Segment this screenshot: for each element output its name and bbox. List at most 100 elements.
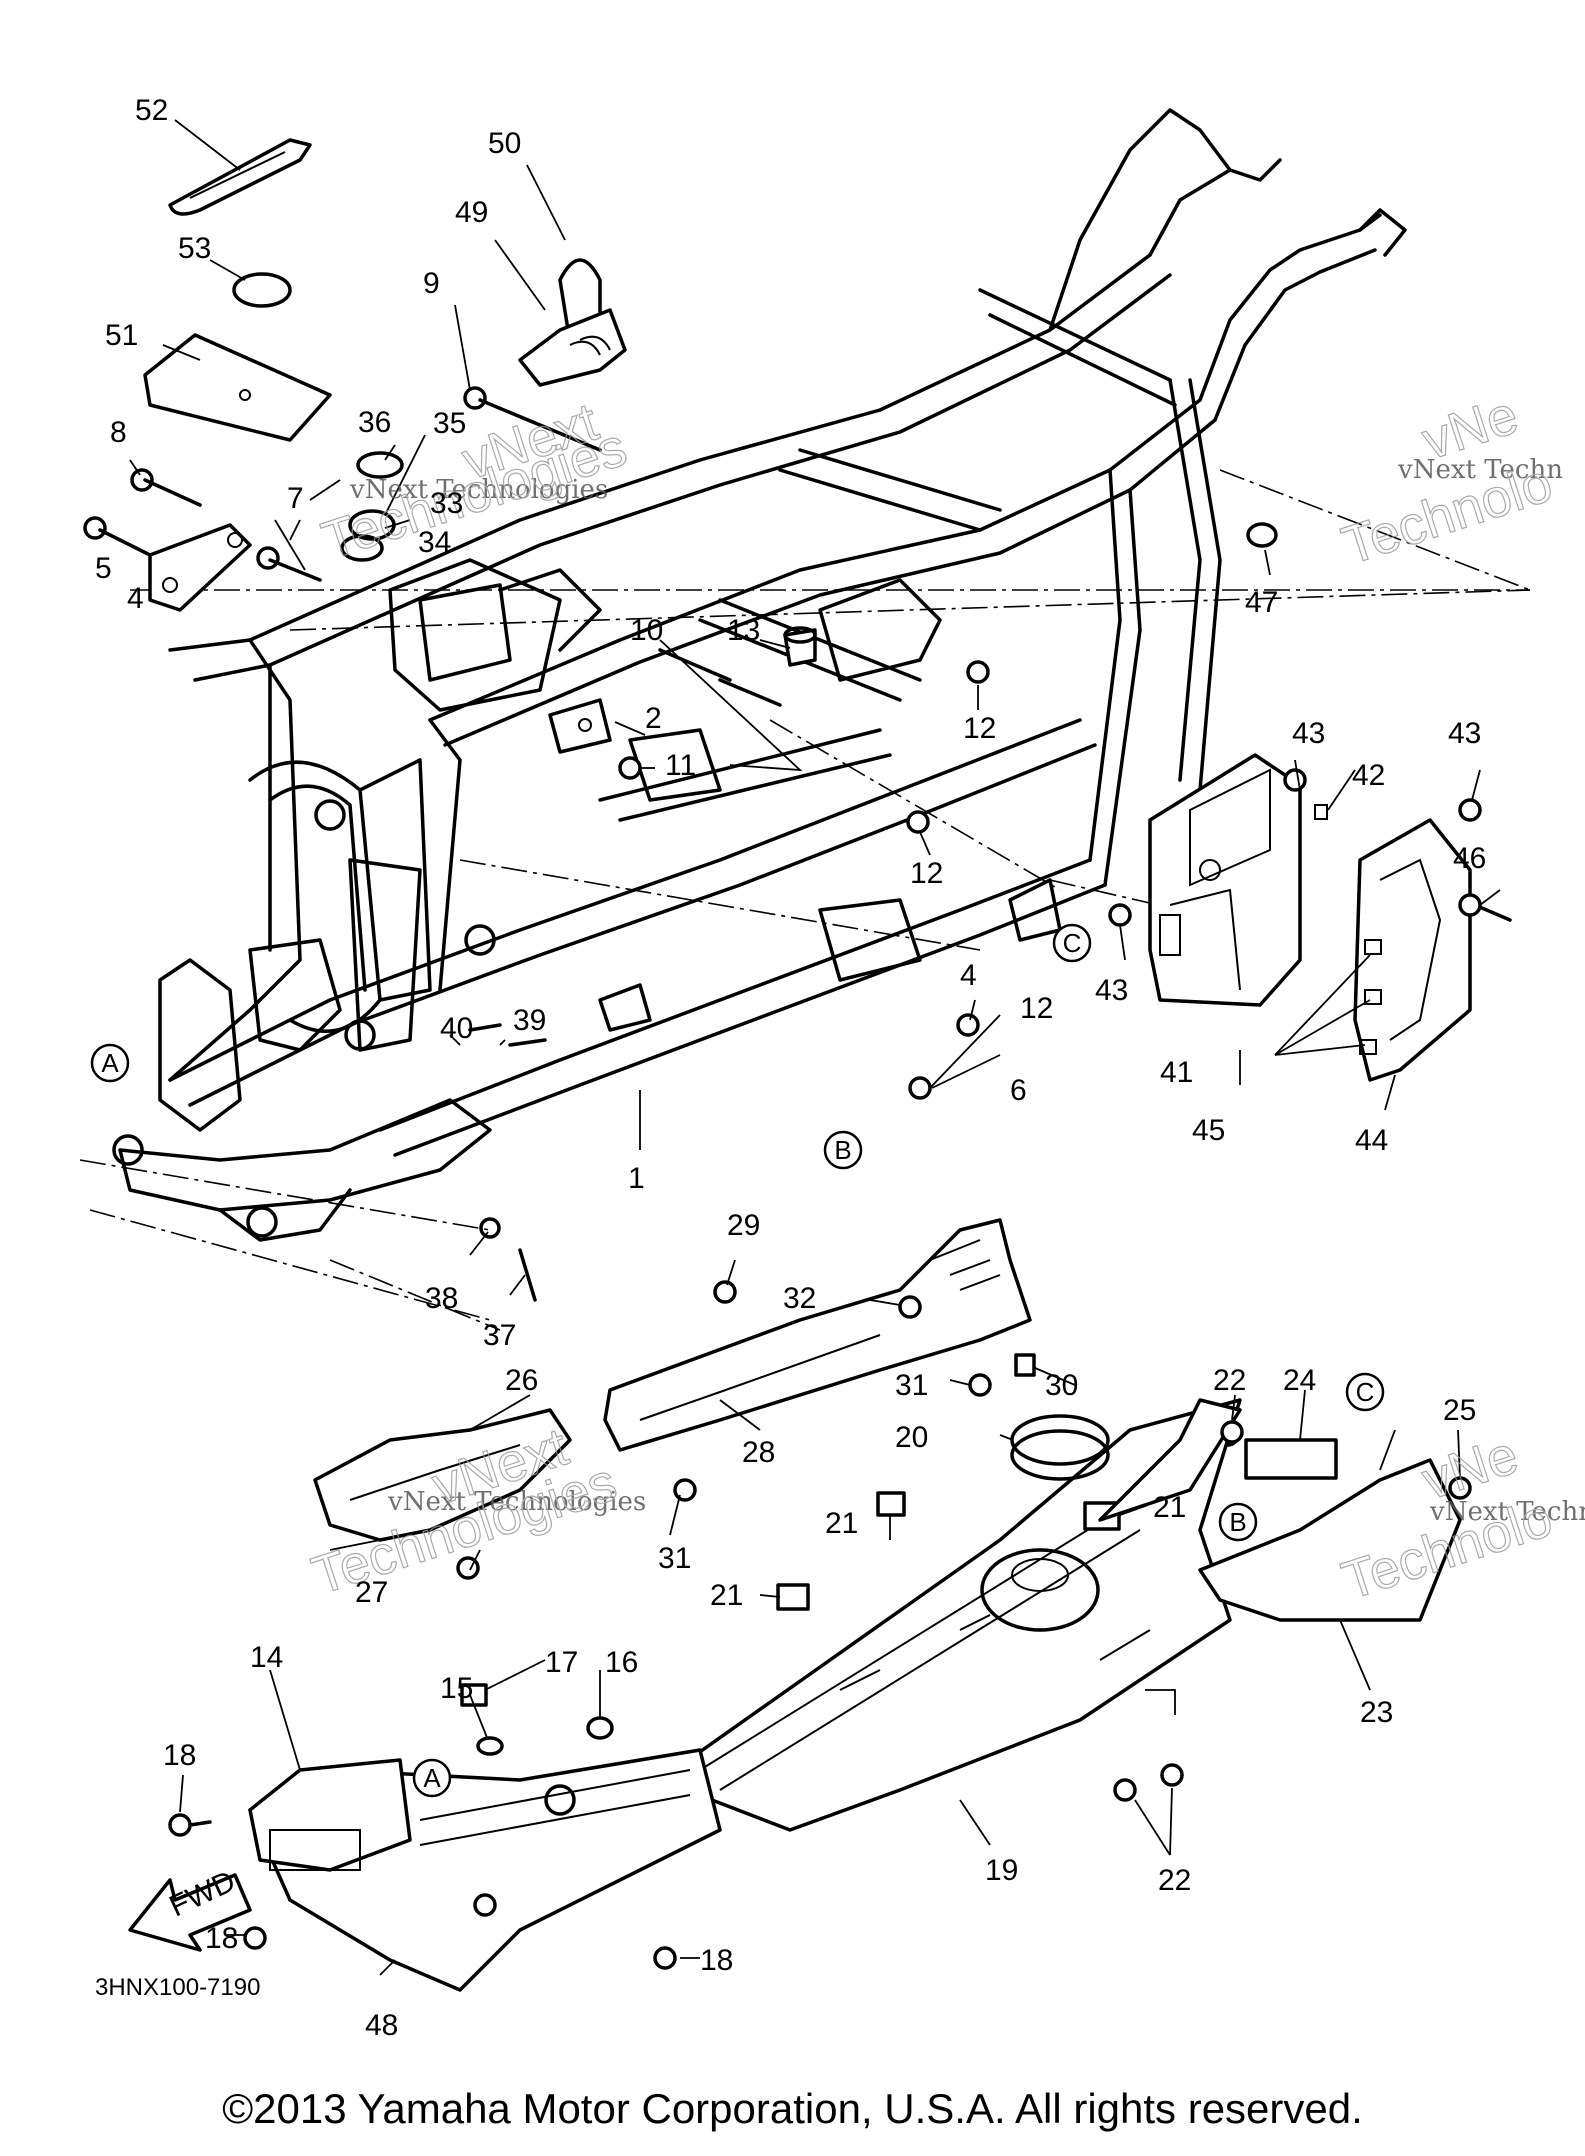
small-fasteners-mid <box>456 1280 1472 1580</box>
callout: 31 <box>658 1542 691 1575</box>
part-53-o-ring <box>232 272 292 308</box>
callout: 41 <box>1160 1056 1193 1089</box>
callout: 12 <box>1020 992 1053 1025</box>
watermark-text: vNext Technologies <box>349 475 608 505</box>
callout: 39 <box>513 1004 546 1037</box>
watermark-edge-2: vNext Techn <box>1429 1497 1585 1527</box>
ref-label: C <box>1063 928 1082 958</box>
callout: 18 <box>700 1944 733 1977</box>
ref-label: B <box>1229 1507 1246 1537</box>
callout: 21 <box>825 1507 858 1540</box>
callout: 50 <box>488 127 521 160</box>
ref-mark-a: A <box>90 1043 130 1083</box>
callout: 32 <box>783 1282 816 1315</box>
callout: 46 <box>1453 842 1486 875</box>
part-52-cover <box>168 138 312 216</box>
part-22-bolts <box>1113 1420 1244 1802</box>
callout: 40 <box>440 1012 473 1045</box>
part-23-24-side-guard <box>1098 1398 1462 1622</box>
part-44-battery-cover <box>1353 818 1472 1082</box>
callout: 30 <box>1045 1369 1078 1402</box>
reference-lines <box>79 469 1531 1331</box>
callout: 21 <box>710 1579 743 1612</box>
callout: 22 <box>1158 1864 1191 1897</box>
callout: 12 <box>963 712 996 745</box>
part-13-cap <box>783 626 817 667</box>
callout: 15 <box>440 1672 473 1705</box>
frame-assembly <box>112 108 1407 1242</box>
callout: 53 <box>178 232 211 265</box>
callout: 36 <box>358 406 391 439</box>
callout: 47 <box>1245 586 1278 619</box>
part-2-plate <box>548 698 612 754</box>
callout: 1 <box>628 1162 645 1195</box>
callout: 23 <box>1360 1696 1393 1729</box>
watermark-text-2: vNext Technologies <box>387 1487 646 1517</box>
callout: 31 <box>895 1369 928 1402</box>
part-51-lid <box>143 333 332 442</box>
callout: 37 <box>483 1319 516 1352</box>
copyright-notice: ©2013 Yamaha Motor Corporation, U.S.A. A… <box>222 2085 1363 2132</box>
part-15-17-16-fasteners <box>460 1683 614 1756</box>
callout: 21 <box>1153 1491 1186 1524</box>
callout: 22 <box>1213 1364 1246 1397</box>
callout: 14 <box>250 1641 283 1674</box>
callout: 8 <box>110 416 127 449</box>
callout: 24 <box>1283 1364 1316 1397</box>
callout: 18 <box>163 1739 196 1772</box>
ref-label: C <box>1356 1377 1375 1407</box>
part-26-front-guard <box>313 1408 572 1542</box>
callout: 4 <box>127 582 144 615</box>
callout: 33 <box>430 487 463 520</box>
callout: 10 <box>630 614 663 647</box>
part-14-48-front-skid <box>248 1748 722 1992</box>
callout: 43 <box>1095 974 1128 1007</box>
ref-label: A <box>423 1763 441 1793</box>
callout-labels: 52 53 51 50 49 9 8 36 35 33 34 7 5 4 47 … <box>95 94 1486 2042</box>
part-18-bolts <box>168 1813 677 1970</box>
callout: 27 <box>355 1576 388 1609</box>
leader-lines <box>129 119 1501 1976</box>
callout: 4 <box>960 959 977 992</box>
ref-mark-a: A <box>412 1758 452 1798</box>
callout: 38 <box>425 1282 458 1315</box>
callout: 28 <box>742 1436 775 1469</box>
callout: 19 <box>985 1854 1018 1887</box>
part-47-cap <box>1246 522 1278 548</box>
callout: 45 <box>1192 1114 1225 1147</box>
ref-label: B <box>834 1135 851 1165</box>
part-41-battery-box <box>1148 753 1302 1007</box>
callout: 7 <box>287 482 304 515</box>
callout: 52 <box>135 94 168 127</box>
callout: 9 <box>423 267 440 300</box>
callout: 34 <box>418 526 451 559</box>
callout: 42 <box>1352 759 1385 792</box>
callout: 20 <box>895 1421 928 1454</box>
ref-mark-b: B <box>1218 1502 1258 1542</box>
callout: 26 <box>505 1364 538 1397</box>
callout: 44 <box>1355 1124 1388 1157</box>
callout: 25 <box>1443 1394 1476 1427</box>
callout: 12 <box>910 857 943 890</box>
callout: 5 <box>95 552 112 585</box>
part-28-rear-guard <box>603 1218 1032 1452</box>
callout: 16 <box>605 1646 638 1679</box>
callout: 13 <box>727 614 760 647</box>
ref-label: A <box>101 1048 119 1078</box>
nuts <box>618 660 990 1100</box>
ref-mark-c: C <box>1345 1372 1385 1412</box>
callout: 29 <box>727 1209 760 1242</box>
callout: 43 <box>1292 717 1325 750</box>
callout: 2 <box>645 702 662 735</box>
part-50-u-bolt <box>558 258 602 332</box>
part-49-clamp <box>518 308 627 387</box>
callout: 48 <box>365 2009 398 2042</box>
callout: 6 <box>1010 1074 1027 1107</box>
ref-mark-b: B <box>823 1130 863 1170</box>
part-4-bracket-front <box>148 523 252 612</box>
bolts-small <box>83 386 782 1302</box>
callout: 17 <box>545 1646 578 1679</box>
callout: 35 <box>433 407 466 440</box>
callout: 11 <box>665 749 696 782</box>
